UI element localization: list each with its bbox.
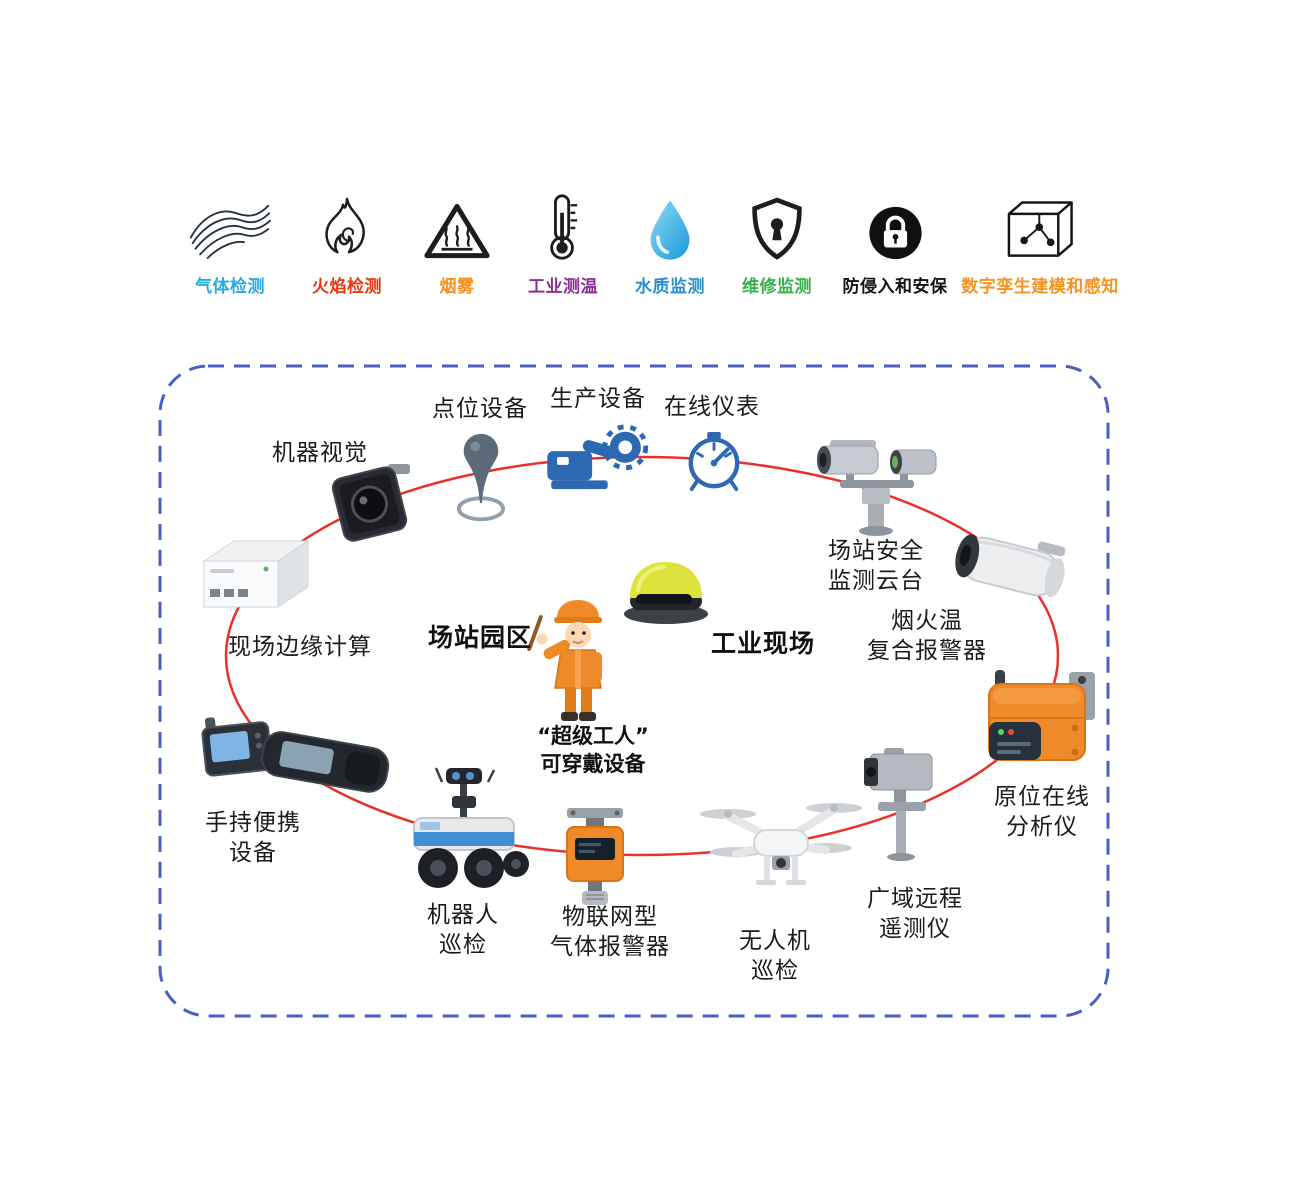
drone-illustration — [698, 792, 863, 911]
insitu-analyzer-illustration — [983, 666, 1101, 778]
node-label-station-ptz: 场站安全 监测云台 — [828, 538, 924, 594]
dashed-boundary — [158, 364, 1110, 1018]
node-label-machine-vision: 机器视觉 — [272, 440, 368, 466]
label-station-campus: 场站园区 — [427, 623, 533, 652]
edge-computing-box-illustration — [192, 531, 314, 627]
iot-gas-alarm-illustration — [555, 806, 635, 914]
legend-label-digital-twin: 数字孪生建模和感知 — [961, 277, 1119, 297]
node-label-production-device: 生产设备 — [550, 386, 646, 412]
hot-surface-triangle-icon — [421, 190, 493, 262]
handheld-devices-illustration — [196, 703, 394, 822]
smart-helmet-illustration — [616, 550, 714, 632]
node-label-drone-patrol: 无人机 巡检 — [739, 928, 811, 984]
machine-vision-camera-illustration — [322, 458, 417, 552]
telemetry-camera-illustration — [850, 746, 952, 868]
legend-item-digital-twin: 数字孪生建模和感知 — [961, 190, 1119, 297]
node-label-iot-gas-alarm: 物联网型 气体报警器 — [550, 904, 670, 960]
production-equipment-illustration — [543, 420, 651, 500]
patrol-robot-illustration — [396, 766, 536, 906]
node-label-point-device: 点位设备 — [432, 396, 528, 422]
node-label-robot-patrol: 机器人 巡检 — [427, 902, 499, 958]
legend-item-maintenance: 维修监测 — [742, 190, 812, 297]
gas-waves-icon — [188, 190, 272, 262]
flame-temp-alarm-camera-illustration — [948, 516, 1080, 620]
digital-twin-cube-icon — [1003, 190, 1077, 262]
node-label-telemetry: 广域远程 遥测仪 — [867, 886, 963, 942]
connection-ellipse — [224, 455, 1060, 857]
point-device-pin-illustration — [452, 430, 510, 530]
legend-label-temperature: 工业测温 — [528, 277, 598, 297]
node-label-flame-temp-alarm: 烟火温 复合报警器 — [867, 608, 987, 664]
label-super-worker: “超级工人” 可穿戴设备 — [537, 724, 649, 776]
label-industrial-site: 工业现场 — [710, 629, 816, 658]
water-drop-icon — [645, 190, 695, 262]
legend-label-gas: 气体检测 — [195, 277, 265, 297]
legend-item-gas: 气体检测 — [188, 190, 272, 297]
legend-label-flame: 火焰检测 — [312, 277, 382, 297]
online-instrument-gauge-illustration — [684, 430, 744, 498]
shield-keyhole-icon — [749, 190, 805, 262]
legend-label-water: 水质监测 — [635, 277, 705, 297]
legend-label-maintenance: 维修监测 — [742, 277, 812, 297]
thermometer-icon — [544, 190, 582, 262]
legend-item-temperature: 工业测温 — [528, 190, 598, 297]
legend-item-flame: 火焰检测 — [312, 190, 382, 297]
node-label-handheld: 手持便携 设备 — [205, 810, 301, 866]
node-label-edge-computing: 现场边缘计算 — [228, 634, 372, 660]
flame-icon — [318, 190, 376, 262]
padlock-circle-icon — [866, 190, 924, 262]
legend-item-security: 防侵入和安保 — [843, 190, 948, 297]
legend-item-water: 水质监测 — [635, 190, 705, 297]
super-worker-illustration — [527, 594, 629, 728]
station-ptz-camera-illustration — [806, 428, 946, 542]
legend-label-security: 防侵入和安保 — [842, 277, 948, 297]
node-label-insitu-analyzer: 原位在线 分析仪 — [994, 784, 1090, 840]
legend-label-smoke: 烟雾 — [439, 277, 475, 297]
node-label-online-instrument: 在线仪表 — [664, 394, 760, 420]
legend-item-smoke: 烟雾 — [421, 190, 493, 297]
